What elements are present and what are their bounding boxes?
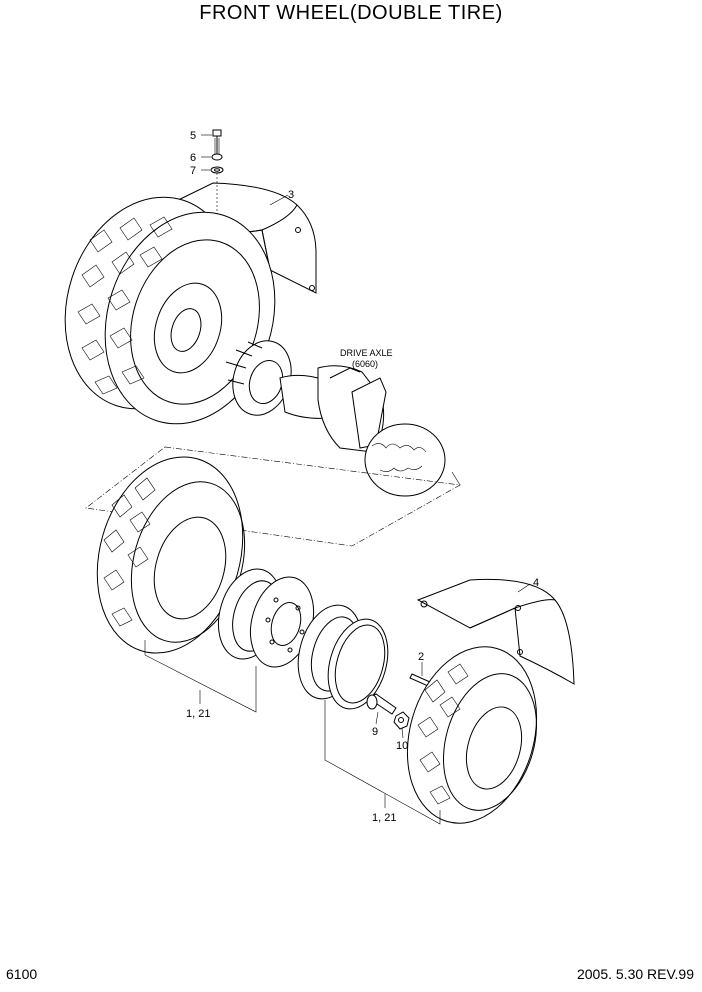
bolt-part-5 [212,129,222,155]
callout-10: 10 [396,740,408,752]
wheel-disc [249,576,315,668]
callout-5: 5 [190,130,196,142]
callout-9: 9 [372,726,378,738]
callout-2: 2 [418,651,424,663]
bolt-part-9 [366,693,397,715]
lock-ring [327,618,389,710]
callout-1-21-right: 1, 21 [372,812,396,824]
fender-part-4 [416,578,575,685]
callout-3: 3 [288,189,294,201]
revision-date: 2005. 5.30 REV.99 [576,966,694,982]
drive-axle-ref: (6060) [352,359,378,369]
drive-axle [225,340,446,497]
callout-7: 7 [190,165,196,177]
lower-right-tire [406,646,538,824]
drive-axle-label: DRIVE AXLE [340,348,393,358]
upper-double-tire [64,196,276,425]
callout-6: 6 [190,152,196,164]
page-code: 6100 [6,966,38,982]
page-title: FRONT WHEEL(DOUBLE TIRE) [199,2,503,24]
callout-1-21-left: 1, 21 [186,708,210,720]
callout-4: 4 [533,577,539,589]
nut-part-10 [393,711,410,730]
nut-part-6 [211,153,223,161]
washer-part-7 [210,166,224,174]
